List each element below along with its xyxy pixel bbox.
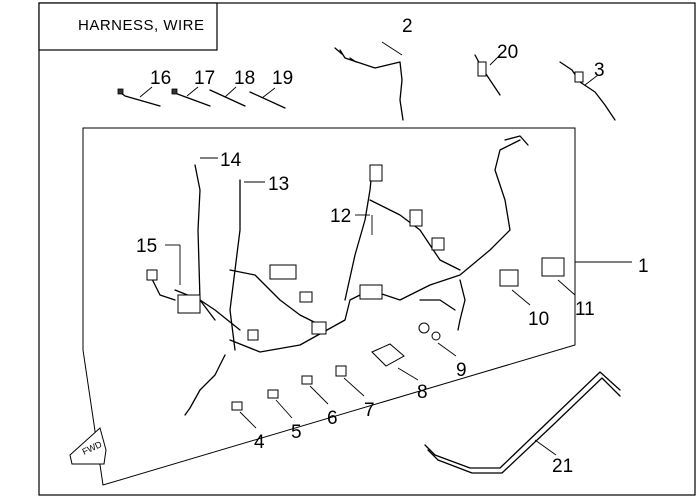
callout-7: 7: [364, 400, 375, 421]
callout-5: 5: [291, 422, 302, 443]
part-21-cable: [424, 371, 621, 474]
callout-16: 16: [150, 68, 171, 89]
callout-9: 9: [456, 360, 467, 381]
callout-17: 17: [194, 68, 215, 89]
part-19-wire: [249, 87, 286, 109]
part-8-relay: [371, 343, 419, 381]
leader-4: [239, 411, 257, 429]
callout-14: 14: [220, 150, 242, 171]
leader-7: [343, 377, 365, 397]
part-18-wire: [209, 86, 246, 107]
assembly-outline: [82, 127, 576, 486]
part-4-connector: [231, 401, 243, 411]
part-9-grommet: [418, 322, 457, 357]
callout-8: 8: [417, 382, 428, 403]
callout-2: 2: [402, 16, 413, 37]
callout-13: 13: [268, 174, 289, 195]
callout-11: 11: [575, 299, 595, 320]
part-3-wire: [559, 61, 616, 121]
callout-10: 10: [528, 309, 549, 330]
callout-4: 4: [254, 432, 265, 453]
outer-frame: [38, 2, 696, 496]
part-7-connector: [335, 365, 347, 377]
callout-12: 12: [330, 206, 351, 227]
part-5-connector: [267, 389, 279, 399]
callout-18: 18: [234, 68, 255, 89]
callout-20: 20: [497, 42, 518, 63]
callout-1: 1: [638, 256, 649, 277]
main-harness: [146, 135, 529, 416]
part-2-wire: [334, 41, 404, 121]
part-20-wire: [474, 54, 501, 96]
callout-19: 19: [272, 68, 293, 89]
diagram-title: HARNESS, WIRE: [78, 17, 205, 34]
callout-15: 15: [136, 236, 157, 257]
leader-6: [309, 385, 329, 405]
leader-5: [275, 399, 293, 419]
callout-21: 21: [552, 456, 573, 477]
part-10-relay: [499, 269, 531, 306]
part-17-wire: [171, 86, 211, 107]
part-6-connector: [301, 375, 313, 385]
part-16-wire: [117, 86, 161, 107]
callout-3: 3: [594, 60, 605, 81]
part-11-relay: [541, 257, 576, 296]
callout-6: 6: [327, 408, 338, 429]
fwd-arrow-icon: FWD: [69, 427, 107, 465]
title-box: [38, 2, 218, 51]
